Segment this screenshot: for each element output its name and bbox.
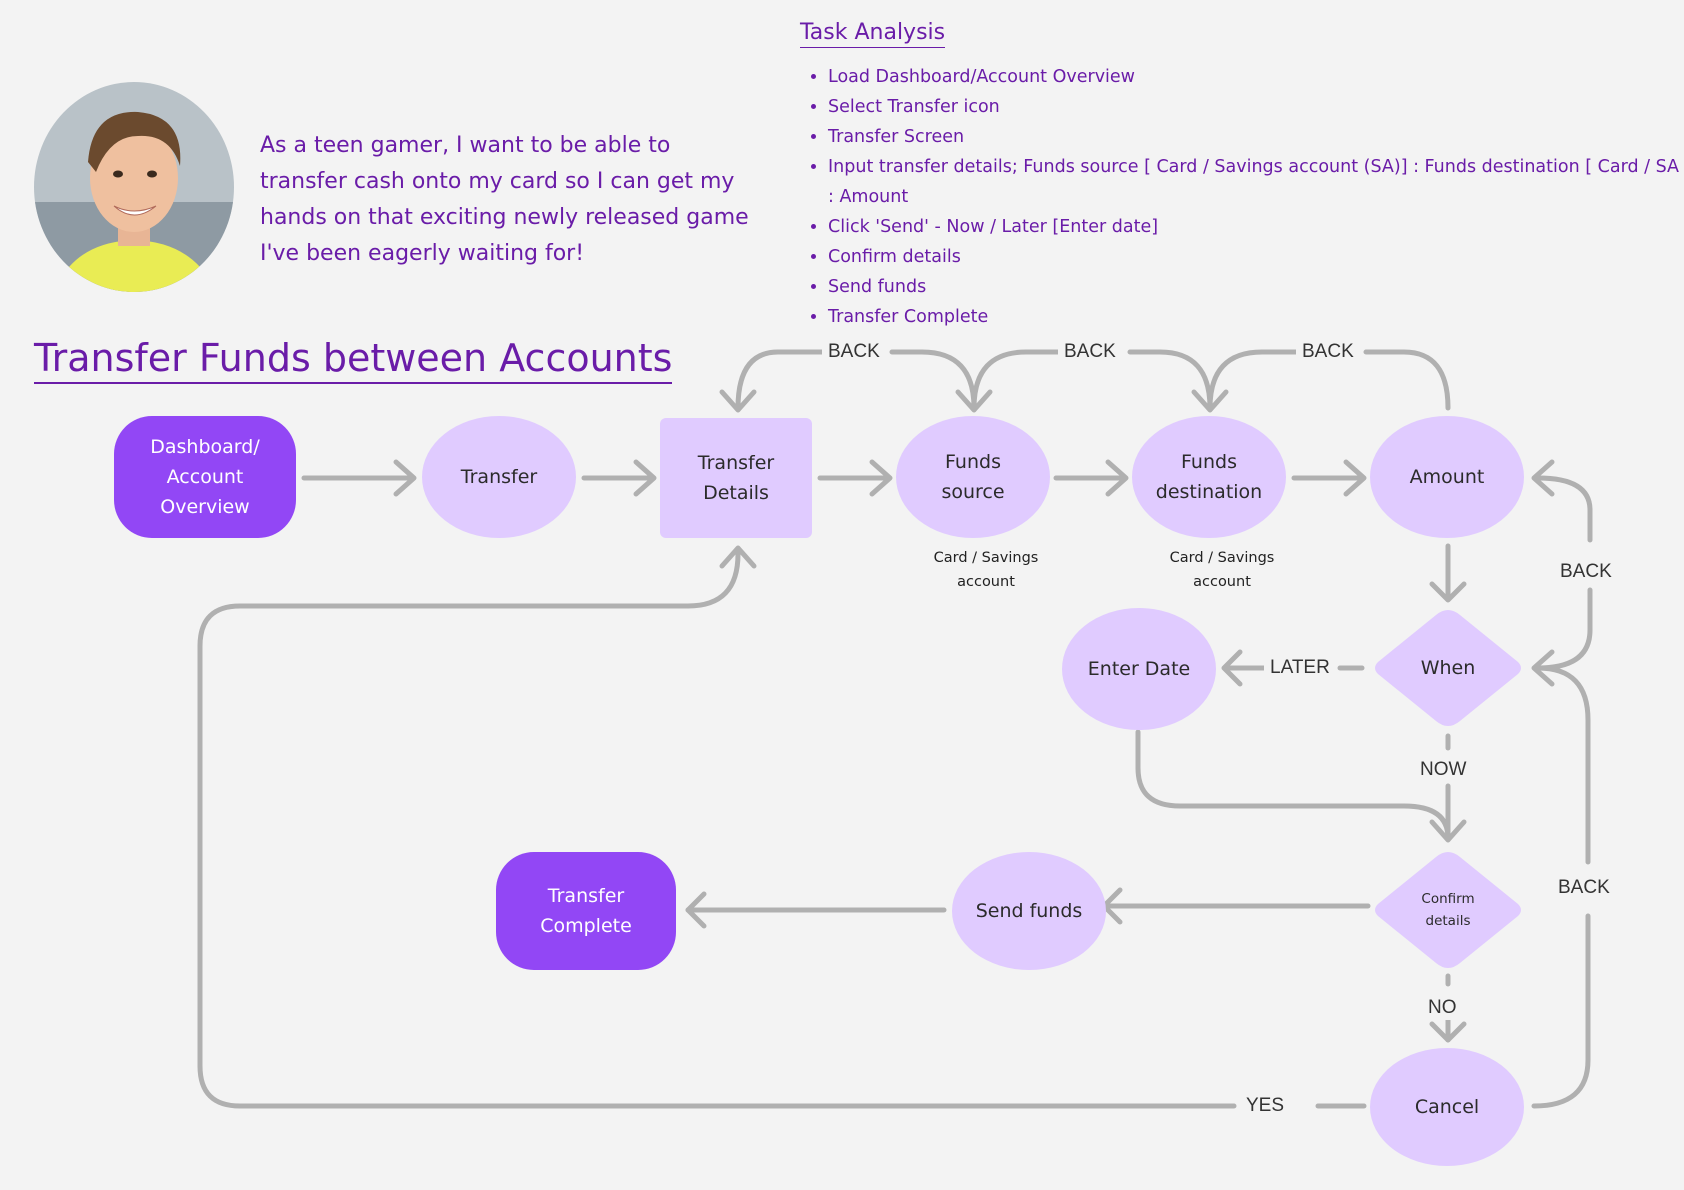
task-item: Click 'Send' - Now / Later [Enter date]: [828, 212, 1684, 242]
edge-label-back: BACK: [1554, 560, 1618, 584]
edge-label-back: BACK: [1296, 340, 1360, 364]
node-dashboard: Dashboard/ Account Overview: [114, 416, 296, 538]
edge-label-back: BACK: [822, 340, 886, 364]
edge-label-yes: YES: [1240, 1094, 1291, 1118]
task-item: Confirm details: [828, 242, 1684, 272]
node-send-funds: Send funds: [952, 852, 1106, 970]
sublabel-funds-destination: Card / Savings account: [1169, 550, 1275, 590]
task-analysis-list: Load Dashboard/Account Overview Select T…: [808, 62, 1684, 332]
node-when-shape: [1375, 610, 1521, 726]
node-confirm-shape: [1375, 852, 1521, 968]
node-cancel: Cancel: [1370, 1048, 1524, 1166]
edge-label-no: NO: [1422, 996, 1463, 1020]
node-when: When: [1420, 657, 1476, 679]
node-confirm-details: Confirm details: [1421, 891, 1475, 929]
node-funds-source: Funds source: [896, 416, 1050, 538]
task-analysis-title: Task Analysis: [800, 20, 946, 48]
task-item: Select Transfer icon: [828, 92, 1684, 122]
edge-label-back: BACK: [1552, 876, 1616, 900]
node-enter-date: Enter Date: [1062, 608, 1216, 730]
page-title: Transfer Funds between Accounts: [34, 336, 673, 384]
task-item: Transfer Screen: [828, 122, 1684, 152]
task-item: Send funds: [828, 272, 1684, 302]
task-item: Input transfer details; Funds source [ C…: [828, 152, 1684, 212]
edge-label-later: LATER: [1264, 656, 1336, 680]
node-amount: Amount: [1370, 416, 1524, 538]
task-item: Load Dashboard/Account Overview: [828, 62, 1684, 92]
edge-label-back: BACK: [1058, 340, 1122, 364]
node-transfer: Transfer: [422, 416, 576, 538]
avatar: [34, 82, 234, 292]
task-item: Transfer Complete: [828, 302, 1684, 332]
node-transfer-details: Transfer Details: [660, 418, 812, 538]
sublabel-funds-source: Card / Savings account: [933, 550, 1039, 590]
node-funds-destination: Funds destination: [1132, 416, 1286, 538]
edge-label-now: NOW: [1414, 758, 1473, 782]
node-transfer-complete: Transfer Complete: [496, 852, 676, 970]
user-story: As a teen gamer, I want to be able to tr…: [260, 133, 749, 266]
